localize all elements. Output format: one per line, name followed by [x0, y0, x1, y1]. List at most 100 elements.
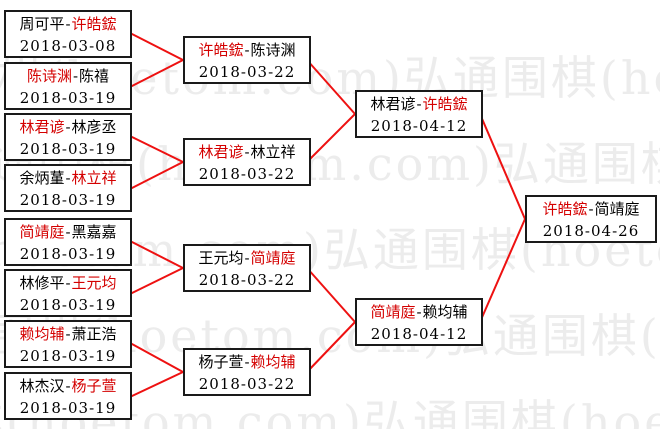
match-date: 2018-03-19: [19, 399, 117, 417]
player-name: 王元均: [71, 274, 117, 292]
match-players: 余炳蓳-林立祥: [6, 167, 130, 189]
match-date: 2018-03-19: [19, 191, 117, 209]
bracket-line: [131, 59, 184, 87]
match-box-r1-8[interactable]: 林杰汉-杨子萱 2018-03-19: [4, 372, 132, 420]
bracket-line: [479, 218, 526, 323]
player-name: 杨子萱: [198, 353, 244, 371]
player-name: 王元均: [198, 249, 244, 267]
match-players: 林杰汉-杨子萱: [6, 375, 130, 397]
match-players: 许皓鋐-简靖庭: [527, 198, 655, 220]
player-name: 简靖庭: [250, 249, 296, 267]
bracket-line: [479, 113, 526, 220]
match-players: 陈诗渊-陈禧: [6, 65, 130, 87]
vs-dash: -: [416, 303, 422, 321]
bracket-line: [306, 321, 356, 373]
bracket-line: [131, 33, 184, 61]
bracket-line: [131, 136, 184, 163]
vs-dash: -: [416, 95, 422, 113]
player-name: 赖均辅: [19, 325, 65, 343]
match-players: 许皓鋐-陈诗渊: [185, 39, 309, 61]
player-name: 许皓鋐: [422, 95, 468, 113]
match-box-r2-1[interactable]: 许皓鋐-陈诗渊 2018-03-22: [183, 36, 311, 84]
match-date: 2018-03-19: [19, 245, 117, 263]
match-date: 2018-03-19: [19, 296, 117, 314]
player-name: 许皓鋐: [198, 41, 244, 59]
bracket-line: [131, 267, 184, 294]
match-players: 王元均-简靖庭: [185, 247, 309, 269]
player-name: 简靖庭: [19, 223, 65, 241]
player-name: 陈诗渊: [26, 67, 72, 85]
bracket-line: [131, 371, 184, 397]
player-name: 萧正浩: [71, 325, 117, 343]
match-date: 2018-04-26: [542, 222, 640, 240]
vs-dash: -: [65, 118, 71, 136]
player-name: 林杰汉: [19, 377, 65, 395]
match-players: 杨子萱-赖均辅: [185, 351, 309, 373]
match-box-sf-1[interactable]: 林君谚-许皓鋐 2018-04-12: [355, 90, 483, 138]
match-box-r2-3[interactable]: 王元均-简靖庭 2018-03-22: [183, 244, 311, 292]
vs-dash: -: [244, 249, 250, 267]
vs-dash: -: [588, 200, 594, 218]
player-name: 赖均辅: [250, 353, 296, 371]
bracket-line: [131, 241, 184, 269]
match-date: 2018-04-12: [370, 117, 468, 135]
vs-dash: -: [65, 274, 71, 292]
player-name: 陈禧: [79, 67, 110, 85]
vs-dash: -: [65, 223, 71, 241]
player-name: 林君谚: [370, 95, 416, 113]
match-box-r1-2[interactable]: 陈诗渊-陈禧 2018-03-19: [4, 62, 132, 110]
match-players: 林君谚-林彦丞: [6, 116, 130, 138]
bracket-line: [131, 343, 184, 373]
match-date: 2018-04-12: [370, 325, 468, 343]
player-name: 黑嘉嘉: [71, 223, 117, 241]
player-name: 林立祥: [250, 143, 296, 161]
bracket-line: [306, 267, 356, 323]
match-date: 2018-03-19: [19, 347, 117, 365]
player-name: 许皓鋐: [71, 15, 117, 33]
player-name: 林君谚: [19, 118, 65, 136]
match-players: 林修平-王元均: [6, 272, 130, 294]
match-box-final[interactable]: 许皓鋐-简靖庭 2018-04-26: [525, 195, 657, 243]
vs-dash: -: [244, 353, 250, 371]
match-box-r1-6[interactable]: 林修平-王元均 2018-03-19: [4, 269, 132, 317]
vs-dash: -: [65, 169, 71, 187]
match-box-r1-4[interactable]: 余炳蓳-林立祥 2018-03-19: [4, 164, 132, 212]
match-box-r1-7[interactable]: 赖均辅-萧正浩 2018-03-19: [4, 320, 132, 368]
match-date: 2018-03-19: [19, 89, 117, 107]
vs-dash: -: [72, 67, 79, 85]
player-name: 简靖庭: [594, 200, 640, 218]
match-date: 2018-03-22: [198, 165, 296, 183]
player-name: 简靖庭: [370, 303, 416, 321]
match-players: 周可平-许皓鋐: [6, 13, 130, 35]
match-box-r2-2[interactable]: 林君谚-林立祥 2018-03-22: [183, 138, 311, 186]
match-date: 2018-03-19: [19, 140, 117, 158]
bracket-line: [131, 161, 184, 189]
vs-dash: -: [65, 15, 71, 33]
match-box-r1-1[interactable]: 周可平-许皓鋐 2018-03-08: [4, 10, 132, 58]
match-players: 林君谚-林立祥: [185, 141, 309, 163]
vs-dash: -: [65, 377, 71, 395]
match-players: 简靖庭-黑嘉嘉: [6, 221, 130, 243]
match-date: 2018-03-22: [198, 271, 296, 289]
match-date: 2018-03-22: [198, 375, 296, 393]
player-name: 林立祥: [71, 169, 117, 187]
match-box-r1-5[interactable]: 简靖庭-黑嘉嘉 2018-03-19: [4, 218, 132, 266]
player-name: 陈诗渊: [250, 41, 296, 59]
match-players: 林君谚-许皓鋐: [357, 93, 481, 115]
player-name: 林修平: [19, 274, 65, 292]
player-name: 林彦丞: [71, 118, 117, 136]
vs-dash: -: [244, 143, 250, 161]
player-name: 赖均辅: [422, 303, 468, 321]
match-box-r1-3[interactable]: 林君谚-林彦丞 2018-03-19: [4, 113, 132, 161]
player-name: 余炳蓳: [19, 169, 65, 187]
player-name: 许皓鋐: [542, 200, 588, 218]
vs-dash: -: [65, 325, 71, 343]
bracket-line: [306, 113, 356, 163]
player-name: 林君谚: [198, 143, 244, 161]
match-box-sf-2[interactable]: 简靖庭-赖均辅 2018-04-12: [355, 298, 483, 346]
match-box-r2-4[interactable]: 杨子萱-赖均辅 2018-03-22: [183, 348, 311, 396]
match-date: 2018-03-08: [19, 37, 117, 55]
player-name: 杨子萱: [71, 377, 117, 395]
